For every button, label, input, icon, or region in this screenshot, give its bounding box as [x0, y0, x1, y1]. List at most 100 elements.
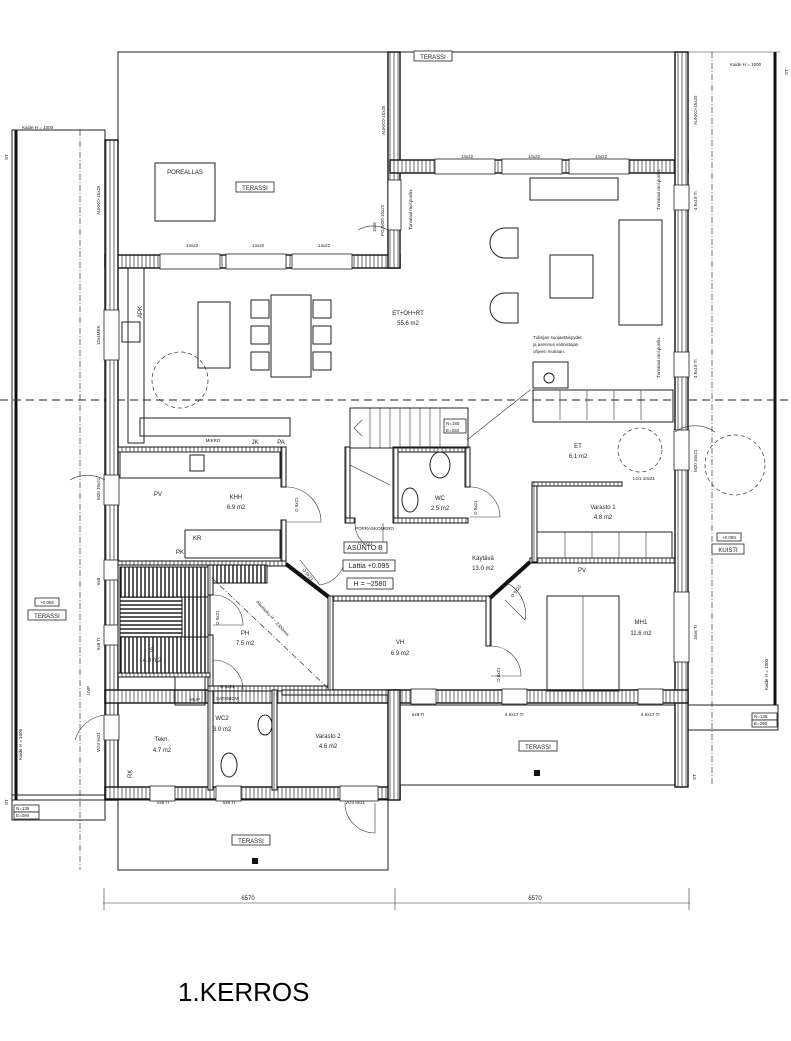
hot-tub-label: POREALLAS — [167, 170, 203, 176]
st-label: ST — [4, 799, 9, 805]
room-utility-area: 6.9 m2 — [227, 505, 246, 511]
room-wash-area: 7.5 m2 — [236, 641, 255, 647]
opening-label: AUKKO-15x25 — [96, 185, 101, 215]
doors — [69, 225, 766, 834]
room-storage2-area: 4.6 m2 — [319, 744, 338, 750]
ceiling-height: H = ~2580 — [354, 581, 387, 588]
railing-label: Kaide H = 1000 — [764, 658, 769, 690]
room-hall-area: 13.0 m2 — [472, 566, 494, 572]
mup-label: MUP — [190, 697, 200, 702]
room-sauna-area: 4.3 m2 — [143, 658, 162, 664]
stair-rise: N=180 — [446, 421, 460, 426]
terrace-outlines — [11, 51, 780, 871]
room-wc-name: WC — [435, 496, 446, 502]
room-wc2-area: 3.0 m2 — [213, 727, 232, 733]
room-wash-name: PH — [241, 631, 249, 637]
window-label: 4 6x17 TI — [505, 712, 524, 717]
room-entry-name: ET — [574, 444, 582, 450]
uvp-label: UVP — [86, 686, 91, 695]
st-label: ST — [4, 154, 9, 160]
terrace-label: TERASSI — [242, 186, 268, 192]
window-label: 6x8 TI — [412, 712, 424, 717]
outdoor-labels: TERASSI TERASSI TERASSI TERASSI +0.065 T… — [18, 50, 769, 846]
window-label: 14x22 — [595, 154, 608, 159]
dishwasher-label: APK — [138, 306, 144, 318]
window-label: 4 6x19 TI — [693, 191, 698, 210]
furniture — [119, 162, 674, 778]
railing-label: Kaide H = 1000 — [22, 125, 54, 130]
wardrobe — [532, 389, 674, 423]
dimension-left: 6570 — [241, 896, 255, 902]
door-label: O 8x21 — [496, 667, 501, 682]
terrace-label: TERASSI — [420, 55, 446, 61]
porch-level: +0.065 — [722, 535, 736, 540]
ventilation-label: PV — [578, 568, 586, 574]
window-label: 4 6x19 TI — [693, 359, 698, 378]
railing-label: Kaide H = 1000 — [730, 62, 762, 67]
room-storage1-name: Varasto 1 — [590, 505, 616, 511]
room-living-name: ET+OH+RT — [392, 311, 424, 317]
toilet — [429, 451, 451, 479]
terrace-level: +0.065 — [40, 600, 54, 605]
door-label: M20 10x21 — [96, 477, 101, 500]
step-run: E=290 — [16, 813, 30, 818]
room-walkin-area: 6.9 m2 — [391, 651, 410, 657]
window-label: 4 6x17 TI — [641, 712, 660, 717]
window-label: 14x22 — [528, 154, 541, 159]
window-label: 14x22 — [461, 154, 474, 159]
room-entry-area: 6.1 m2 — [569, 454, 588, 460]
safety-glass-note: Turvalasi mol.puolin. — [656, 337, 661, 378]
sideboard — [529, 177, 619, 201]
terrace-label: TERASSI — [34, 614, 60, 620]
microwave-label: MIKRO — [206, 438, 221, 443]
freezer-label: JK — [251, 440, 258, 446]
ventilation-label: PV — [154, 492, 162, 498]
washer-label: PK — [176, 550, 184, 556]
door-label: LO1 10x21 — [633, 476, 656, 481]
safety-glass-note: Turvalasi mol.puolin. — [656, 169, 661, 210]
ceiling-note: Alaslasku H ~ 2300mm — [255, 599, 290, 637]
sofa — [618, 219, 663, 326]
room-hall-name: Käytävä — [472, 556, 494, 562]
window-label: 10x6 — [372, 222, 377, 232]
window-label: 14x22 — [252, 243, 265, 248]
door-label: VO3 9x21 — [345, 800, 366, 805]
room-living-area: 55.6 m2 — [397, 321, 419, 327]
fireplace-note: ja asennus valmistajan — [532, 342, 579, 347]
sink — [257, 714, 273, 736]
armchair — [489, 227, 519, 259]
apartment-name: ASUNTO B — [347, 545, 383, 552]
terrace-label: TERASSI — [525, 745, 551, 751]
step-rise: N=135 — [754, 714, 768, 719]
door-label: O 9x21 — [473, 500, 478, 515]
room-bedroom-name: MH1 — [635, 620, 648, 626]
drying-cabinet-label: KR — [193, 536, 202, 542]
toilet — [220, 752, 238, 778]
fireplace-note: ohjeen mukaan. — [533, 349, 565, 354]
dimension-right: 6570 — [528, 896, 542, 902]
room-sauna-name: S — [150, 648, 154, 654]
door-type-label: SATIINIOVI — [216, 696, 239, 701]
armchair — [489, 292, 519, 324]
dimension-line: 6570 6570 — [103, 888, 690, 910]
door-label: O 8x21 — [358, 541, 373, 546]
door-label: M20 10x21 — [693, 449, 698, 472]
fireplace — [532, 361, 569, 389]
fireplace-note: Tulisijan suojaetäisyydet — [533, 335, 582, 340]
apartment-info: ASUNTO B Lattia +0.095 H = ~2580 — [342, 541, 396, 590]
room-wc2-name: WC2 — [215, 716, 229, 722]
door-label: PO4M20 10x21 — [380, 204, 385, 236]
window-label: 6x8 TI — [96, 638, 101, 650]
coffee-table — [549, 254, 594, 299]
safety-glass-note: Turvalasi mol.puolin. — [408, 189, 413, 230]
room-storage2-name: Varasto 2 — [315, 734, 341, 740]
terrace-label: TERASSI — [238, 839, 264, 845]
stair-run: E=250 — [446, 428, 460, 433]
window-label: 16x6 TI — [693, 625, 698, 640]
step-rise: N=135 — [16, 806, 30, 811]
window-label: 14x22 — [318, 243, 331, 248]
window-label: 6x8 TI — [223, 800, 235, 805]
st-label: ST — [692, 774, 697, 780]
door-label: O 9x21 — [215, 610, 220, 625]
door-label: VO3 9x21 — [96, 731, 101, 752]
